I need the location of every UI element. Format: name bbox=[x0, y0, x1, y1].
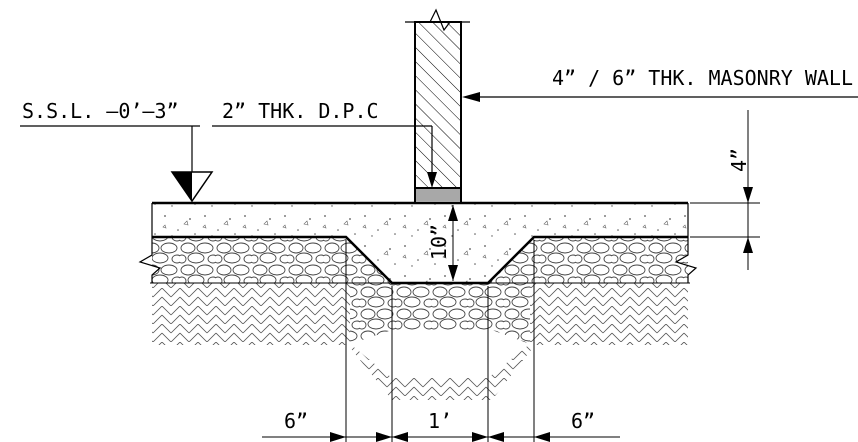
dpc-leader-arrow bbox=[427, 172, 437, 188]
dim-arrow-5 bbox=[488, 432, 504, 442]
dim-arrow-2 bbox=[376, 432, 392, 442]
dim-left-label: 6” bbox=[284, 409, 308, 433]
beam-depth-arrow-top bbox=[448, 205, 458, 221]
slab-dim-arrow-top bbox=[743, 187, 753, 203]
ssl-level-fill bbox=[172, 172, 192, 201]
rubble-under-beam bbox=[392, 283, 488, 330]
masonry-wall bbox=[414, 21, 462, 189]
dpc-label: 2” THK. D.P.C bbox=[222, 99, 379, 123]
wall-leader-arrow bbox=[462, 92, 480, 102]
dpc-layer bbox=[414, 187, 462, 204]
dim-right-label: 6” bbox=[571, 409, 595, 433]
wall-break-line bbox=[405, 8, 470, 32]
left-break-line bbox=[138, 203, 162, 283]
rubble-soling bbox=[152, 237, 688, 344]
earth-fill bbox=[152, 283, 688, 400]
slab-thickness-label: 4” bbox=[727, 148, 751, 172]
dim-center-label: 1’ bbox=[428, 409, 452, 433]
beam-depth-arrow-bottom bbox=[448, 265, 458, 281]
right-break-line bbox=[674, 203, 698, 283]
dim-arrow-3 bbox=[392, 432, 408, 442]
dim-arrow-6 bbox=[534, 432, 550, 442]
ssl-label: S.S.L. –0’–3” bbox=[22, 99, 179, 123]
dim-arrow-4 bbox=[472, 432, 488, 442]
slab-dim-arrow-bottom bbox=[743, 237, 753, 253]
wall-label: 4” / 6” THK. MASONRY WALL bbox=[552, 66, 853, 90]
dim-arrow-1 bbox=[330, 432, 346, 442]
concrete-slab bbox=[152, 203, 688, 283]
beam-depth-label: 10” bbox=[427, 224, 451, 260]
